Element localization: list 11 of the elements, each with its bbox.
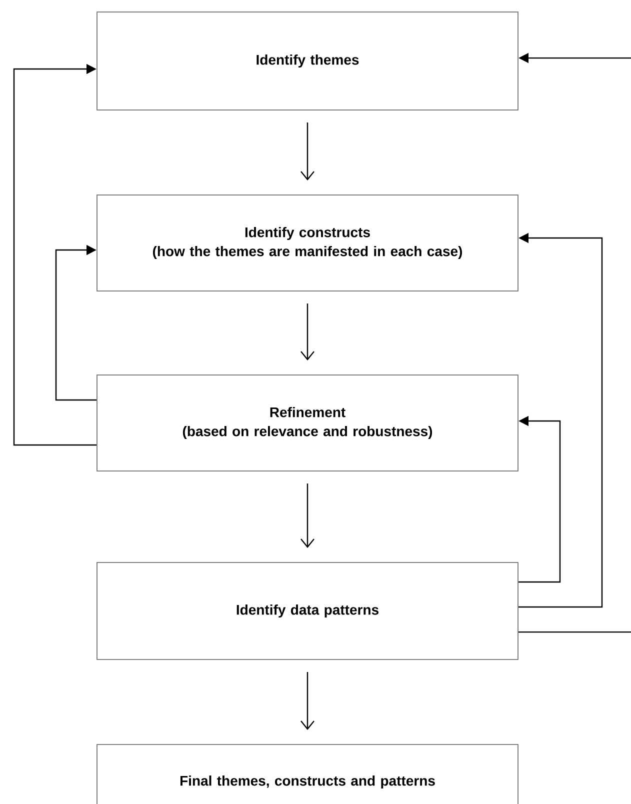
- process-box: Final themes, constructs and patterns: [96, 744, 518, 804]
- process-box: Refinement (based on relevance and robustness): [96, 374, 518, 472]
- arrow: [300, 484, 314, 548]
- arrow: [300, 672, 314, 730]
- process-box: Identify themes: [96, 12, 518, 110]
- arrow: [55, 244, 96, 401]
- arrow: [300, 122, 314, 180]
- arrow: [300, 304, 314, 360]
- process-box: Identify data patterns: [96, 562, 518, 660]
- process-box: Identify constructs (how the themes are manifested in each case): [96, 194, 518, 292]
- arrow: [13, 64, 96, 446]
